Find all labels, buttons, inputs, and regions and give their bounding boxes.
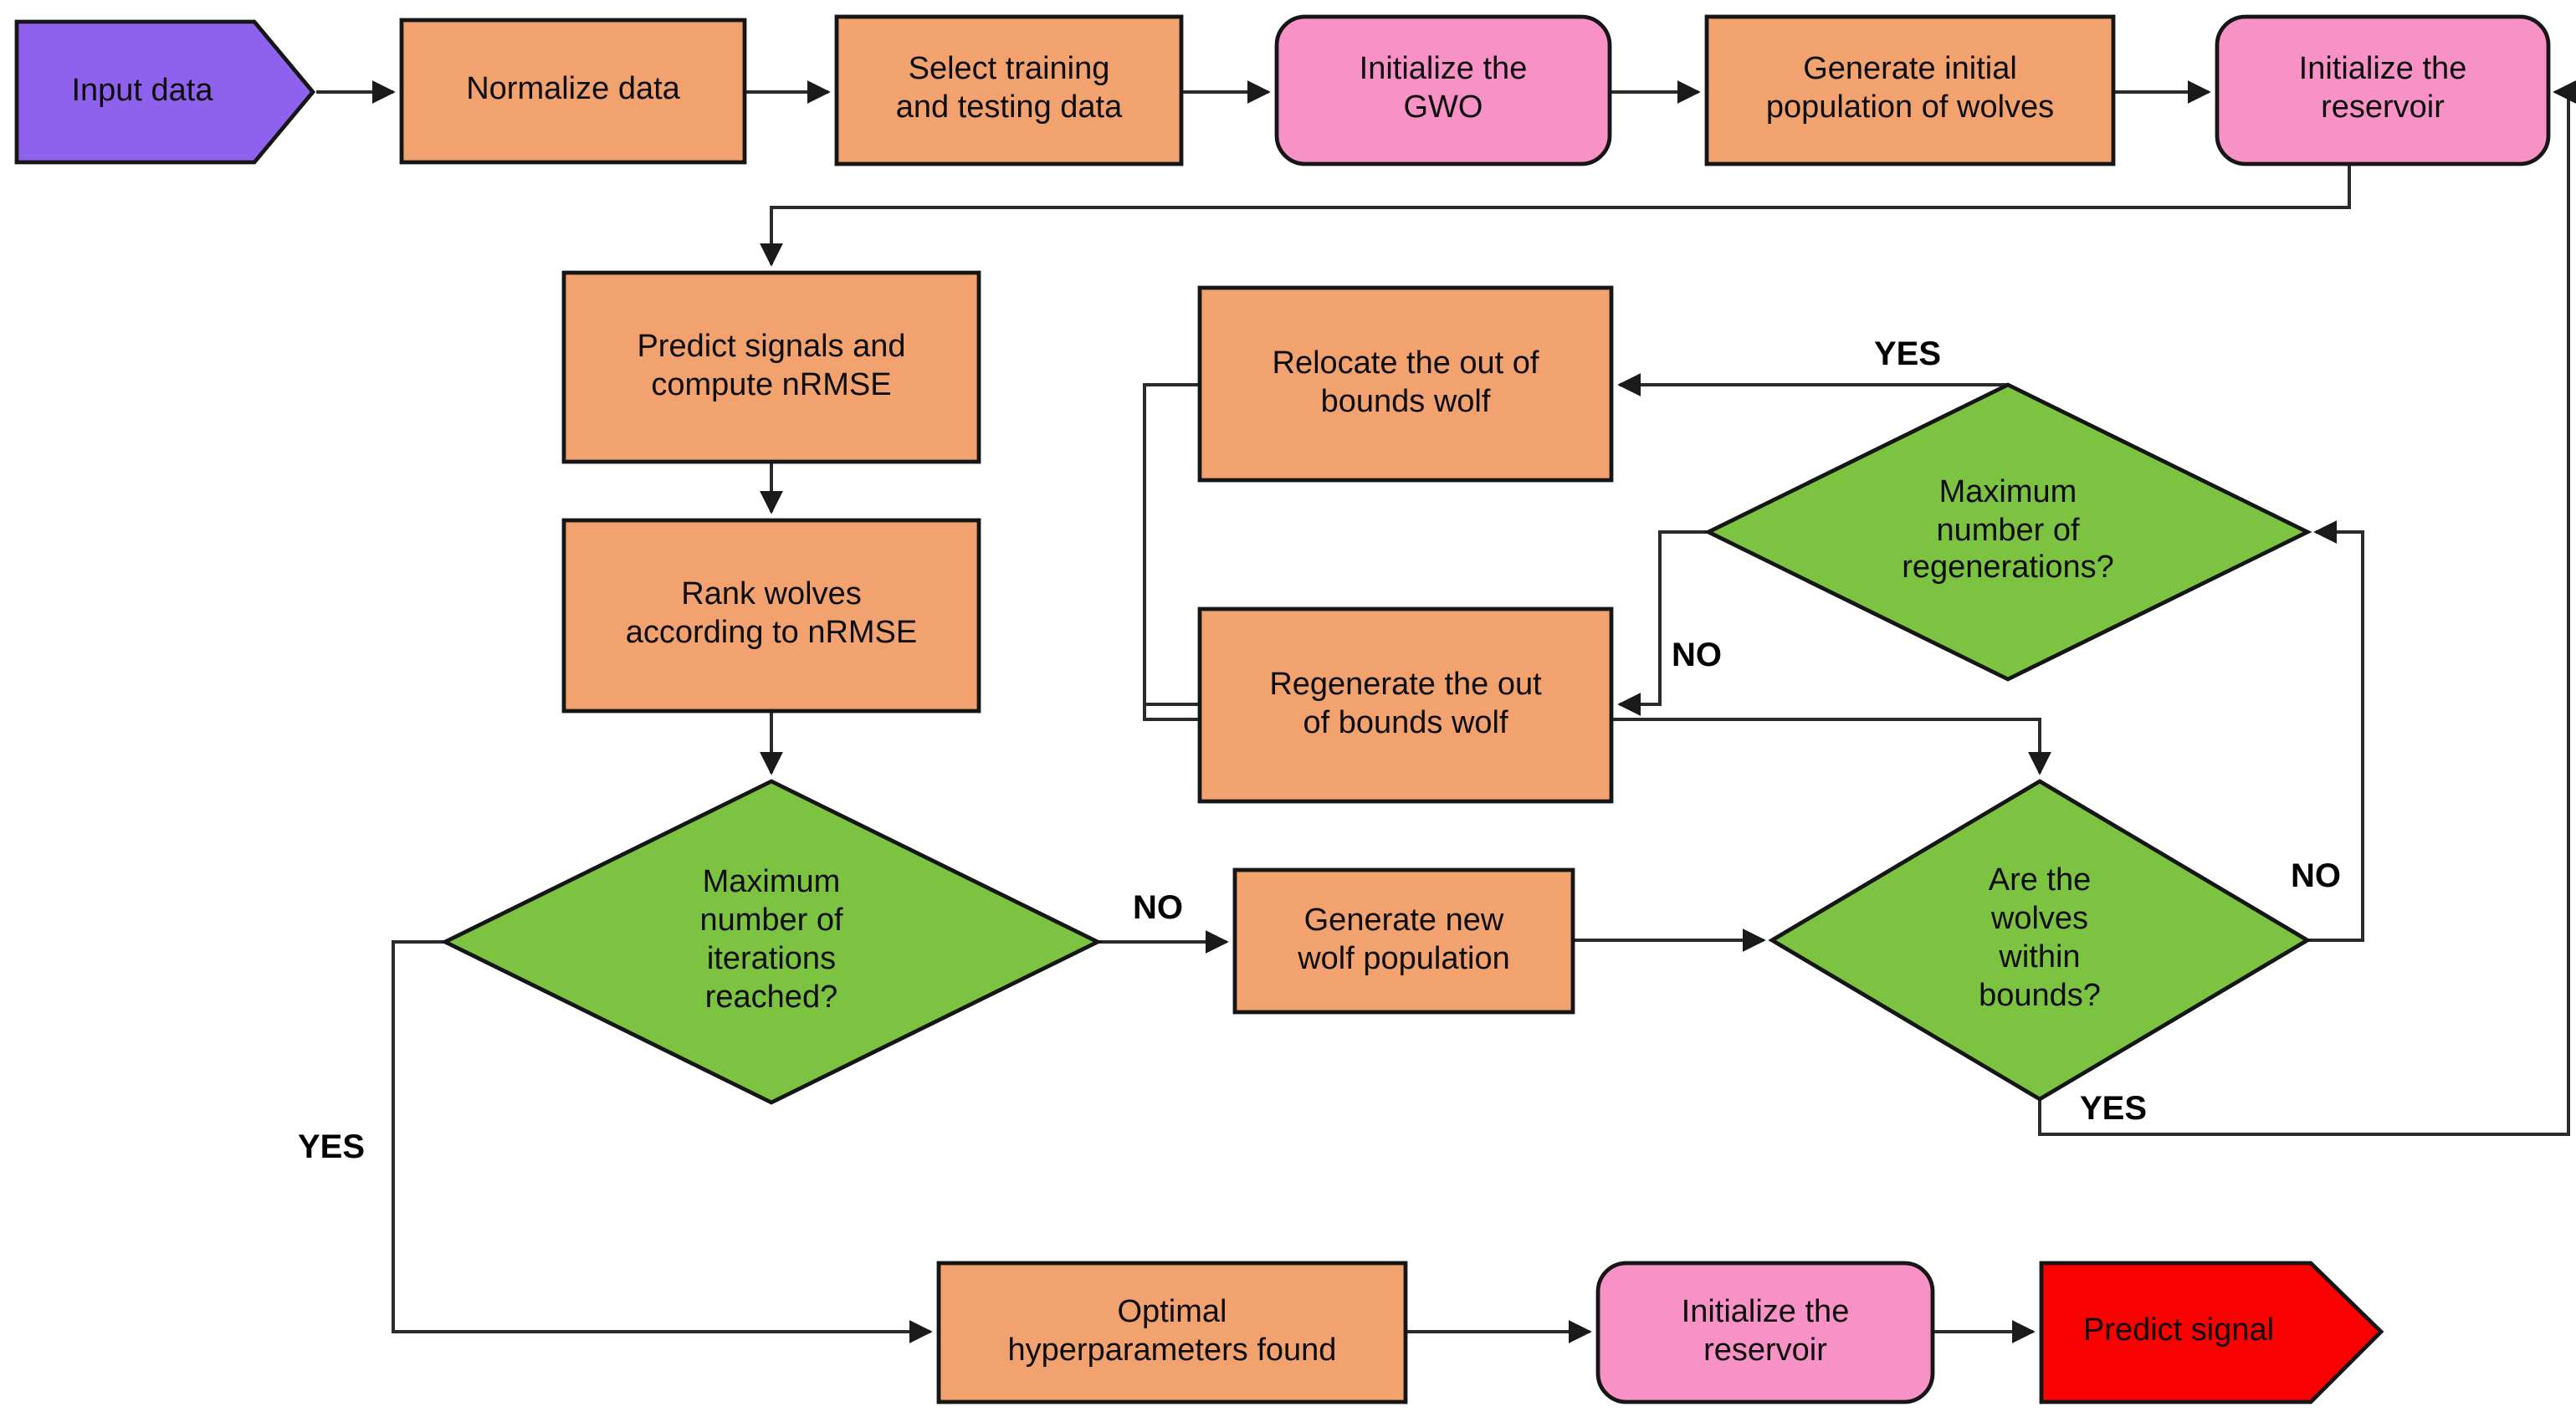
predict-signal-shape: [2039, 1261, 2384, 1404]
initialize-gwo-shape: [1274, 14, 1612, 166]
relocate-wolf-shape: [1197, 285, 1614, 483]
rank-wolves-shape: [561, 518, 981, 714]
edge-bounds-yes-loop-to-reservoir: [2038, 80, 2576, 1136]
optimal-hyperparameters-shape: [936, 1261, 1408, 1404]
initialize-reservoir-shape: [2215, 14, 2551, 166]
edge-reservoir-to-predict: [760, 164, 2351, 267]
edge-iterations-yes-to-optimal: [392, 940, 933, 1343]
regenerate-wolf-shape: [1197, 606, 1614, 804]
max-iterations-decision-shape: [440, 779, 1103, 1105]
edge-relocate-merge-to-bounds: [1143, 383, 2051, 775]
edge-bounds-no-to-regenerations: [2307, 520, 2364, 942]
edge-regenerations-no-to-regenerate: [1617, 530, 1708, 716]
max-regenerations-decision-shape: [1703, 382, 2312, 682]
generate-initial-population-shape: [1704, 14, 2116, 166]
predict-signals-nrmse-shape: [561, 270, 981, 464]
generate-new-population-shape: [1232, 867, 1575, 1015]
normalize-data-shape: [399, 18, 747, 165]
initialize-reservoir-final-shape: [1595, 1261, 1935, 1404]
input-data-shape: [14, 19, 316, 165]
select-training-shape: [834, 14, 1184, 166]
wolves-within-bounds-decision-shape: [1768, 779, 2312, 1102]
